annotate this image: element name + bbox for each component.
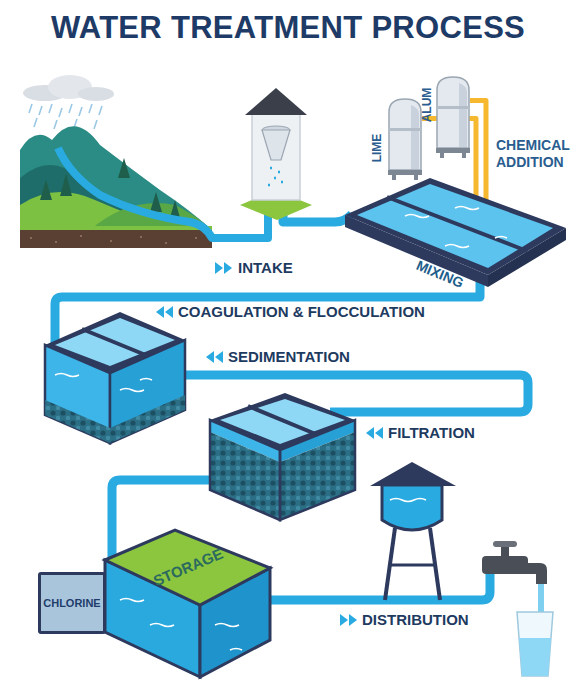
tank-shade — [459, 83, 467, 147]
river-pipe — [58, 148, 268, 238]
node-outline — [436, 76, 470, 158]
stage-label: INTAKE — [238, 259, 293, 277]
chemical-pipe — [470, 101, 486, 178]
tower-brace — [390, 564, 435, 567]
intake-drops — [268, 168, 283, 185]
water-pipe — [178, 375, 528, 412]
basin-top — [345, 178, 566, 275]
chemical-tank: LIME — [388, 98, 422, 180]
node-label: CHLORINE — [43, 597, 100, 609]
chemical-tank: ALUM — [436, 76, 470, 158]
tank-body — [389, 99, 421, 170]
faucet-handle — [493, 541, 517, 547]
rain — [29, 104, 102, 129]
cloud — [78, 87, 114, 101]
tank-divider — [82, 329, 148, 356]
ground — [20, 228, 212, 248]
tank-body — [437, 77, 469, 148]
stage-arrow — [375, 427, 383, 439]
stage-arrow — [215, 262, 223, 274]
stage-label: COAGULATION & FLOCCULATION — [178, 303, 425, 321]
glass — [517, 612, 553, 676]
tree — [60, 174, 72, 196]
node-label: ALUM — [420, 88, 434, 123]
chemical-label: CHEMICAL ADDITION — [496, 137, 576, 171]
soil-dots — [30, 236, 197, 243]
mixing-basin: MIXING — [345, 178, 567, 290]
tank-water — [220, 399, 345, 444]
tank-shade — [411, 105, 419, 169]
wave — [55, 374, 152, 392]
basin-water — [357, 184, 553, 268]
tank-band — [437, 106, 469, 109]
tank-leg — [462, 153, 466, 158]
stage-arrow — [349, 614, 357, 626]
node-label: LIME — [370, 134, 384, 163]
grass — [20, 226, 212, 230]
stage-label: DISTRIBUTION — [362, 611, 469, 629]
wave — [390, 499, 426, 502]
tower-roof — [370, 462, 456, 486]
chemical-box: CHLORINE — [38, 572, 106, 634]
intake-roof — [245, 88, 307, 115]
tank-divider — [248, 406, 318, 435]
node-outline — [100, 525, 272, 680]
tree — [118, 158, 130, 178]
stage-label: FILTRATION — [388, 424, 475, 442]
stage-arrow — [156, 306, 164, 318]
stage-arrow — [366, 427, 374, 439]
tank-top — [45, 312, 185, 373]
stage-arrow — [206, 351, 214, 363]
tank-water — [55, 318, 175, 366]
stage-arrow — [165, 306, 173, 318]
node-outline — [388, 98, 422, 180]
tank-leg — [392, 175, 396, 180]
stage-arrow — [215, 351, 223, 363]
storage-tank: STORAGE — [100, 525, 272, 680]
tank-top — [105, 530, 270, 605]
diagram-title: WATER TREATMENT PROCESS — [0, 10, 576, 46]
stage-arrow — [224, 262, 232, 274]
tree — [150, 192, 162, 212]
mountain — [20, 126, 212, 230]
intake-wall — [252, 112, 300, 200]
faucet-stem — [501, 546, 509, 556]
wave — [405, 207, 507, 248]
faucet-spout — [520, 563, 547, 584]
tank-leg — [440, 153, 444, 158]
glass-water — [519, 638, 551, 676]
stage-label: SEDIMENTATION — [228, 348, 350, 366]
tank-base — [388, 170, 422, 175]
water-pipe — [250, 570, 490, 600]
sediment-layer — [45, 400, 110, 443]
tree — [40, 180, 52, 200]
tank-base — [436, 148, 470, 153]
wave — [120, 599, 242, 651]
intake-screen — [262, 130, 290, 160]
sediment-layer — [110, 395, 185, 443]
tank-leg — [414, 175, 418, 180]
tank-band — [389, 128, 421, 131]
tower-tank — [382, 485, 442, 530]
basin-divider — [387, 197, 527, 251]
stage-arrow — [340, 614, 348, 626]
tank-top — [210, 393, 355, 450]
